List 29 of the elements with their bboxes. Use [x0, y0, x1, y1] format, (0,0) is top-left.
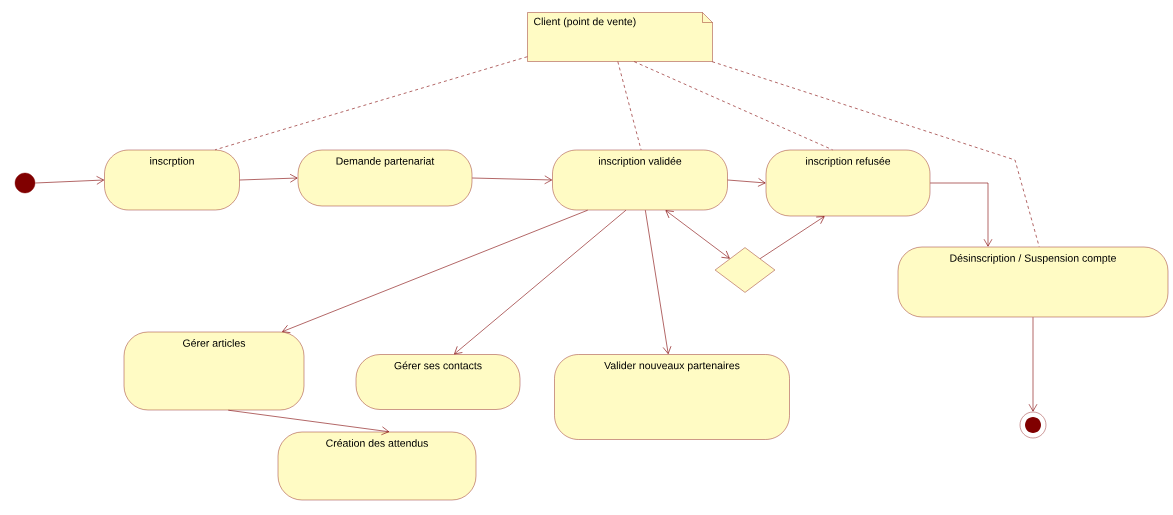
arrow [282, 209, 588, 333]
arrow [34, 176, 104, 185]
arrow [239, 173, 298, 183]
arrow [929, 182, 993, 247]
dashed-line [711, 61, 1040, 248]
start-dot [14, 172, 36, 194]
activity-box: Demande partenariat [297, 149, 473, 207]
arrow [1028, 316, 1038, 412]
dashed-line [617, 61, 642, 151]
activity-box: inscription refusée [765, 149, 931, 217]
arrow [645, 209, 672, 354]
arrow [471, 175, 552, 185]
end-symbol [1019, 411, 1047, 439]
arrow [727, 178, 766, 187]
activity-box: Gérer articles [123, 331, 305, 411]
activity-box: Gérer ses contacts [355, 354, 521, 410]
note: Client (point de vente) [527, 12, 713, 62]
arrow [227, 409, 390, 436]
activity-box: Création des attendus [277, 431, 477, 501]
activity-box: Valider nouveaux partenaires [554, 354, 790, 440]
activity-box: inscription validée [552, 149, 728, 211]
dashed-line [214, 56, 528, 151]
activity-box: inscrption [104, 149, 240, 211]
dashed-line [633, 61, 833, 151]
arrow [665, 210, 730, 259]
activity-box: Désinscription / Suspension compte [897, 246, 1169, 318]
decision-diamond [714, 247, 776, 293]
arrow [454, 209, 627, 355]
arrow [759, 216, 825, 259]
